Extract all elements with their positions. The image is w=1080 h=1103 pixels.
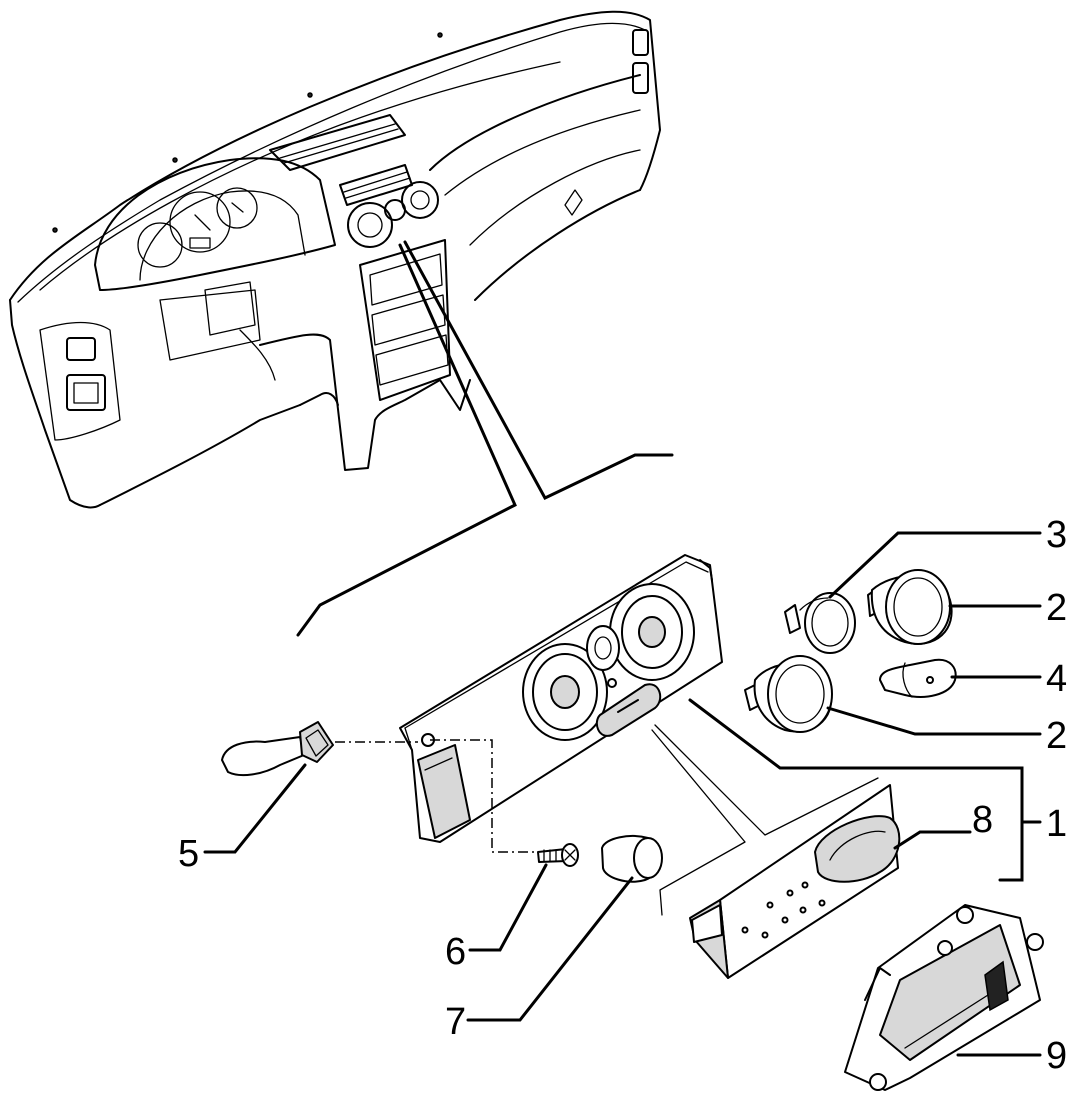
heater-control-panel — [399, 554, 723, 843]
callout-7: 7 — [445, 1001, 466, 1043]
control-unit — [844, 904, 1044, 1091]
callout-1: 1 — [1046, 803, 1067, 845]
callout-9: 9 — [1046, 1035, 1067, 1077]
callout-4: 4 — [1046, 658, 1067, 700]
knob-upper — [867, 569, 953, 645]
knob-ring — [784, 592, 856, 654]
panel-connector-lines — [651, 724, 879, 916]
dashboard-assembly — [9, 10, 661, 509]
leader-line-heater-panel-2 — [403, 240, 674, 500]
callout-3: 3 — [1046, 514, 1067, 556]
screw-axis-line — [430, 739, 535, 853]
callout-8: 8 — [972, 799, 993, 841]
bulb-holder — [221, 721, 334, 777]
callout-5: 5 — [178, 833, 199, 875]
callout-leaders — [203, 531, 1042, 1057]
leader-line-heater-panel — [296, 243, 517, 637]
callout-6: 6 — [445, 931, 466, 973]
knob-lower — [744, 655, 833, 733]
callout-2-upper: 2 — [1046, 587, 1067, 629]
screw — [537, 843, 579, 867]
cap-plug — [601, 835, 663, 883]
callout-2-lower: 2 — [1046, 715, 1067, 757]
small-knob — [879, 658, 957, 698]
